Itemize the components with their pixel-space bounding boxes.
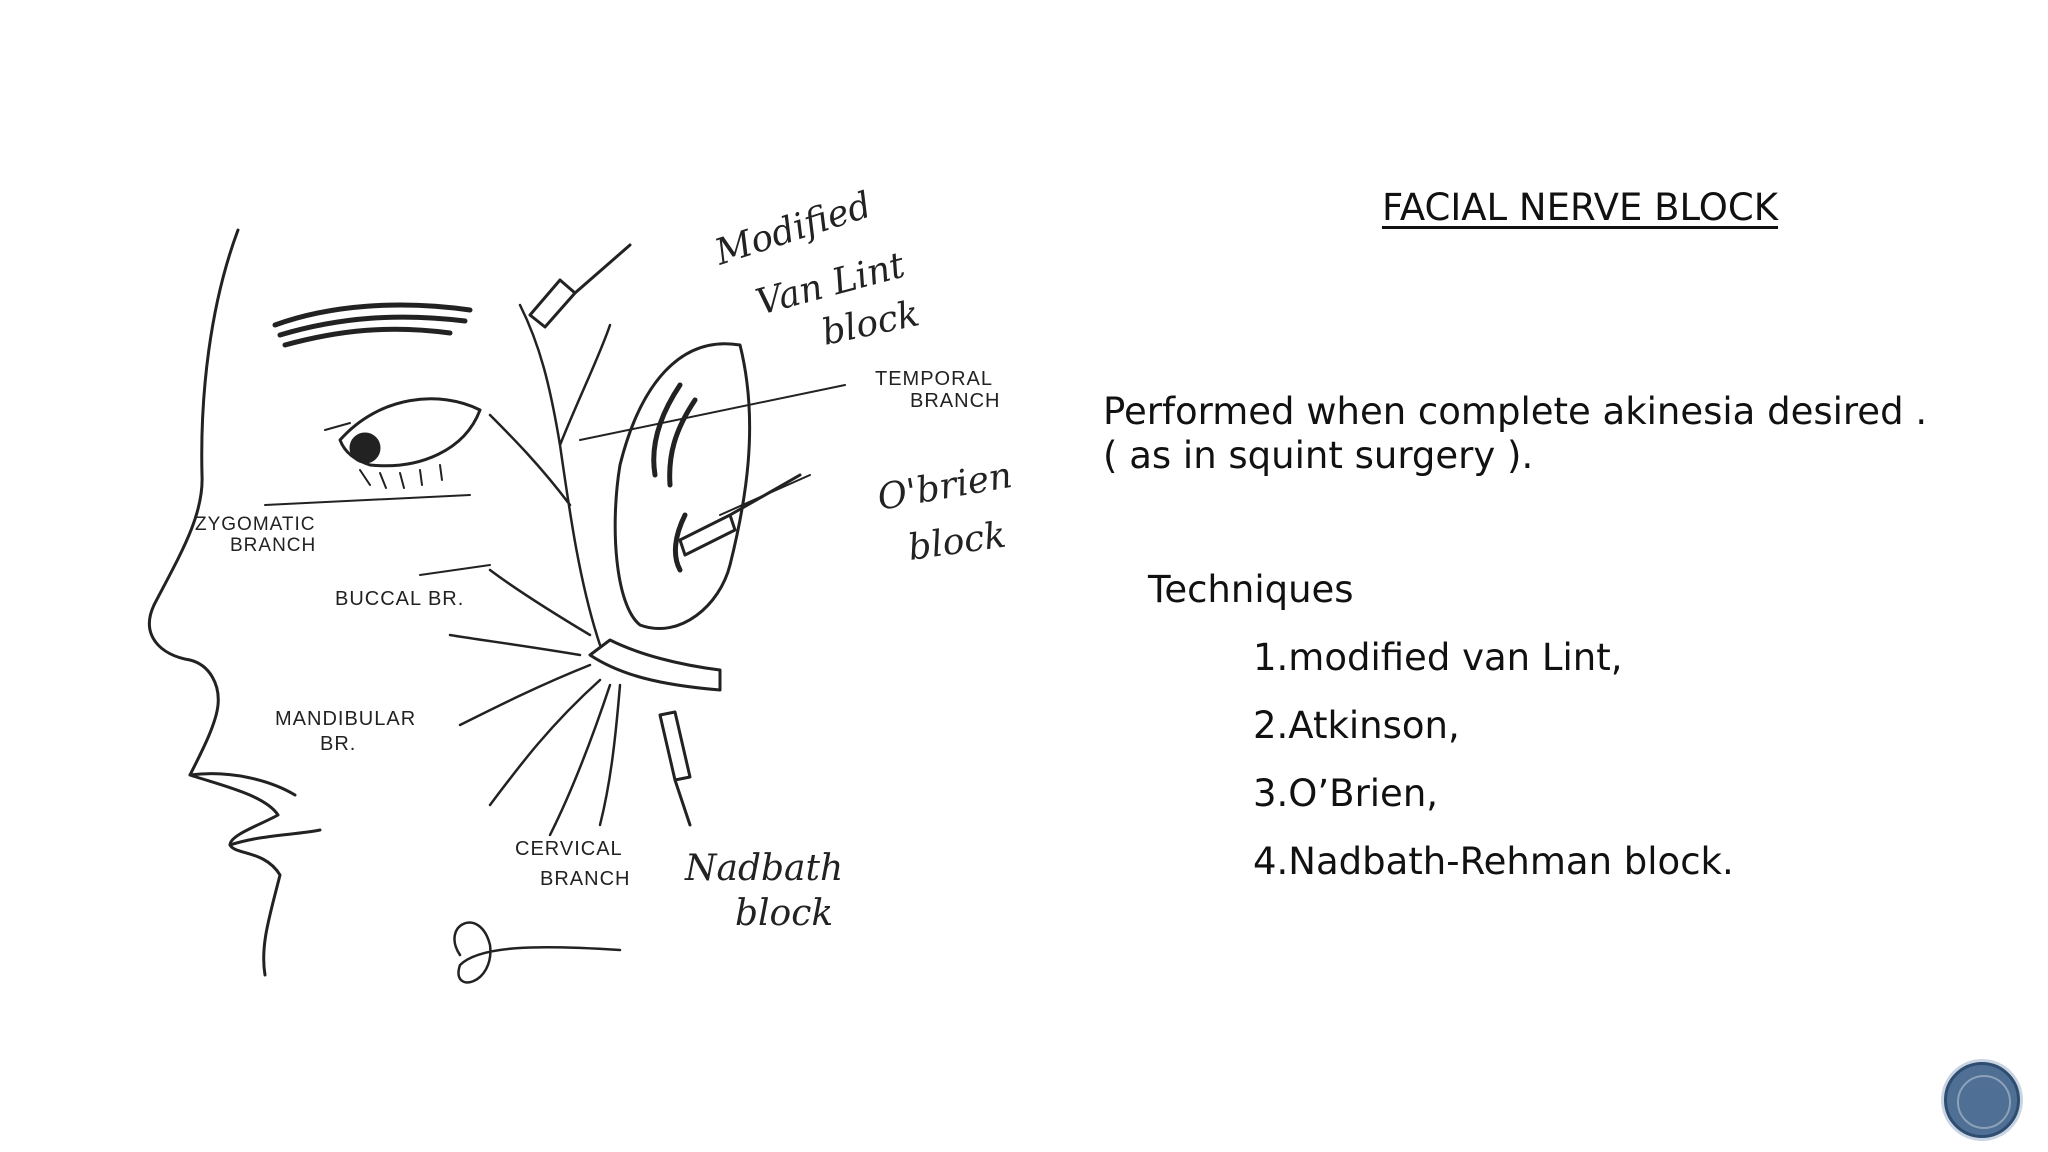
- techniques-list: 1.modified van Lint, 2.Atkinson, 3.O’Bri…: [1253, 636, 1734, 908]
- slide-description: Performed when complete akinesia desired…: [1103, 390, 1975, 477]
- signature-mark: [453, 921, 622, 984]
- label-obrien-1: O'brien: [874, 455, 1015, 519]
- label-mandibular-2: BR.: [320, 733, 356, 755]
- circle-nav-icon: [1957, 1075, 2011, 1129]
- label-nadbath-2: block: [735, 893, 833, 934]
- label-cervical-2: BRANCH: [540, 868, 630, 890]
- facial-nerve-sketch: Modified Van Lint block TEMPORAL BRANCH …: [147, 185, 1015, 984]
- slide-title: FACIAL NERVE BLOCK: [1381, 186, 1779, 229]
- ear-inner: [651, 382, 698, 573]
- label-cervical-1: CERVICAL: [515, 838, 623, 860]
- label-temporal-1: TEMPORAL: [875, 368, 993, 390]
- nerve-branches: [448, 303, 622, 837]
- eye-pupil: [349, 432, 381, 464]
- eyelash-sketch: [324, 422, 443, 489]
- technique-item: 4.Nadbath-Rehman block.: [1253, 840, 1734, 883]
- syringe-van-lint: [528, 243, 632, 329]
- nerve-trunk: [588, 638, 722, 692]
- technique-item: 1.modified van Lint,: [1253, 636, 1623, 679]
- eyebrow-sketch: [272, 302, 473, 348]
- label-temporal-2: BRANCH: [910, 390, 1000, 412]
- label-nadbath-1: Nadbath: [684, 848, 843, 889]
- leader-lines: [264, 384, 846, 576]
- technique-item: 2.Atkinson,: [1253, 704, 1460, 747]
- slide-nav-button[interactable]: [1944, 1062, 2020, 1138]
- facial-nerve-diagram: Modified Van Lint block TEMPORAL BRANCH …: [120, 185, 1020, 1045]
- label-buccal: BUCCAL BR.: [335, 588, 464, 610]
- lips-outline: [188, 772, 322, 847]
- ear-outline: [613, 342, 752, 631]
- label-mandibular-1: MANDIBULAR: [275, 708, 416, 730]
- syringe-nadbath: [658, 710, 692, 827]
- face-profile-line: [147, 228, 282, 977]
- label-zygomatic-2: BRANCH: [230, 535, 316, 556]
- techniques-heading: Techniques: [1148, 568, 1354, 611]
- technique-item: 3.O’Brien,: [1253, 772, 1439, 815]
- label-obrien-2: block: [906, 515, 1009, 569]
- label-zygomatic-1: ZYGOMATIC: [195, 514, 316, 535]
